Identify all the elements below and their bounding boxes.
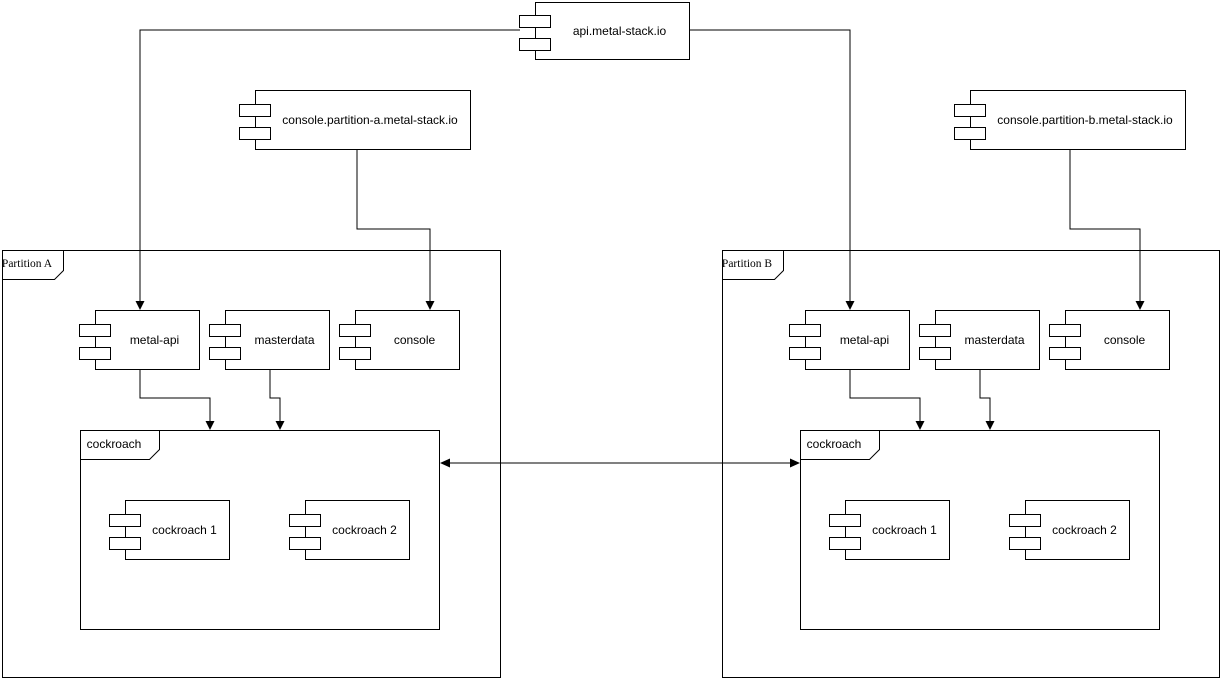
- frame-tab-cockroach-a: cockroach: [80, 430, 160, 460]
- component-icon-rect: [1049, 324, 1081, 337]
- component-icon-rect: [789, 347, 821, 360]
- frame-tab-shape: [2, 250, 64, 280]
- frame-tab-shape: [722, 250, 784, 280]
- component-icon-rect: [239, 127, 271, 140]
- component-icon-rect: [339, 324, 371, 337]
- component-console-partition-a: console.partition-a.metal-stack.io: [239, 90, 471, 150]
- component-console-partition-b: console.partition-b.metal-stack.io: [954, 90, 1186, 150]
- component-label: console: [393, 333, 436, 347]
- component-icon-rect: [109, 514, 141, 527]
- component-label: cockroach 2: [1052, 523, 1117, 537]
- frame-tab-partition-b: Partition B: [722, 250, 784, 280]
- component-pb-cockroach-2: cockroach 2: [1009, 500, 1130, 560]
- component-pb-metal-api: metal-api: [789, 310, 910, 370]
- component-api-metal-stack-io: api.metal-stack.io: [519, 2, 690, 60]
- component-label: cockroach 1: [872, 523, 937, 537]
- component-pb-console: console: [1049, 310, 1170, 370]
- frame-partition-a: Partition A: [2, 250, 501, 678]
- component-pa-cockroach-2: cockroach 2: [289, 500, 410, 560]
- component-pa-console: console: [339, 310, 460, 370]
- component-pa-metal-api: metal-api: [79, 310, 200, 370]
- frame-tab-shape: [80, 430, 160, 460]
- component-pa-masterdata: masterdata: [209, 310, 330, 370]
- component-icon-rect: [209, 324, 241, 337]
- component-icon-rect: [339, 347, 371, 360]
- component-icon-rect: [79, 324, 111, 337]
- cockroach-a-label: cockroach: [86, 437, 142, 451]
- component-icon-rect: [954, 127, 986, 140]
- component-label: console: [1103, 333, 1146, 347]
- component-icon-rect: [829, 514, 861, 527]
- component-label: masterdata: [964, 333, 1025, 347]
- partition-a-label: Partition A: [1, 258, 53, 270]
- component-icon-rect: [1009, 514, 1041, 527]
- frame-partition-b: Partition B: [722, 250, 1220, 678]
- component-label: metal-api: [839, 333, 890, 347]
- component-label: console.partition-b.metal-stack.io: [997, 113, 1173, 127]
- component-icon-rect: [109, 537, 141, 550]
- component-label: console.partition-a.metal-stack.io: [282, 113, 458, 127]
- component-icon-rect: [209, 347, 241, 360]
- component-icon-rect: [919, 324, 951, 337]
- component-icon-rect: [519, 38, 551, 51]
- partition-b-label: Partition B: [721, 258, 773, 270]
- component-pb-cockroach-1: cockroach 1: [829, 500, 950, 560]
- component-label: masterdata: [254, 333, 315, 347]
- component-icon-rect: [829, 537, 861, 550]
- component-icon-rect: [79, 347, 111, 360]
- component-icon-rect: [954, 104, 986, 117]
- component-icon-rect: [289, 537, 321, 550]
- component-icon-rect: [519, 15, 551, 28]
- component-icon-rect: [289, 514, 321, 527]
- component-label: cockroach 1: [152, 523, 217, 537]
- frame-tab-shape: [800, 430, 880, 460]
- frame-tab-cockroach-b: cockroach: [800, 430, 880, 460]
- component-icon-rect: [919, 347, 951, 360]
- component-icon-rect: [1009, 537, 1041, 550]
- component-icon-rect: [789, 324, 821, 337]
- component-label: cockroach 2: [332, 523, 397, 537]
- frame-tab-partition-a: Partition A: [2, 250, 64, 280]
- component-label: api.metal-stack.io: [572, 24, 667, 38]
- component-pb-masterdata: masterdata: [919, 310, 1040, 370]
- component-icon-rect: [1049, 347, 1081, 360]
- component-icon-rect: [239, 104, 271, 117]
- component-pa-cockroach-1: cockroach 1: [109, 500, 230, 560]
- component-label: metal-api: [129, 333, 180, 347]
- cockroach-b-label: cockroach: [806, 437, 862, 451]
